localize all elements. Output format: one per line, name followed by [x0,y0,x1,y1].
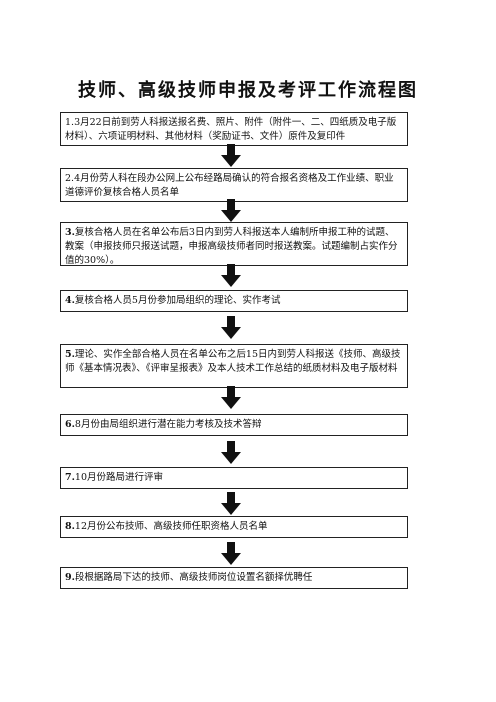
down-arrow-icon [221,316,241,340]
flow-step-2: 2.4月份劳人科在段办公网上公布经路局确认的符合报名资格及工作业绩、职业道德评价… [60,168,408,202]
flow-step-6: 6.8月份由局组织进行潜在能力考核及技术答辩 [60,414,408,436]
step-number: 7. [65,472,75,483]
step-text: 8月份由局组织进行潜在能力考核及技术答辩 [74,419,262,430]
down-arrow-icon [221,492,241,516]
flow-step-8: 8.12月份公布技师、高级技师任职资格人员名单 [60,516,408,538]
step-number: 6. [65,419,75,430]
flow-step-4: 4.复核合格人员5月份参加局组织的理论、实作考试 [60,290,408,312]
step-number: 9. [65,572,75,583]
flow-step-1: 1.3月22日前到劳人科报送报名费、照片、附件（附件一、二、四纸质及电子版材料）… [60,112,408,146]
step-text: 4月份劳人科在段办公网上公布经路局确认的符合报名资格及工作业绩、职业道德评价复核… [65,173,394,198]
down-arrow-icon [221,441,241,465]
step-number: 1. [65,117,75,128]
step-number: 2. [65,173,75,184]
step-text: 3月22日前到劳人科报送报名费、照片、附件（附件一、二、四纸质及电子版材料）、六… [65,117,397,142]
step-text: 理论、实作全部合格人员在名单公布之后15日内到劳人科报送《技师、高级技师《基本情… [65,349,401,374]
down-arrow-icon [221,199,241,223]
step-number: 5. [65,349,75,360]
flow-step-5: 5.理论、实作全部合格人员在名单公布之后15日内到劳人科报送《技师、高级技师《基… [60,344,408,388]
step-number: 3. [65,227,75,238]
step-text: 段根据路局下达的技师、高级技师岗位设置名额择优聘任 [74,572,313,583]
step-number: 4. [65,295,75,306]
down-arrow-icon [221,264,241,288]
step-text: 复核合格人员5月份参加局组织的理论、实作考试 [74,295,281,306]
step-text: 复核合格人员在名单公布后3日内到劳人科报送本人编制所申报工种的试题、教案（申报技… [65,227,398,266]
page-title: 技师、高级技师申报及考评工作流程图 [78,80,418,101]
flow-step-7: 7.10月份路局进行评审 [60,467,408,489]
step-text: 12月份公布技师、高级技师任职资格人员名单 [74,521,268,532]
flow-step-3: 3.复核合格人员在名单公布后3日内到劳人科报送本人编制所申报工种的试题、教案（申… [60,222,408,266]
step-text: 10月份路局进行评审 [74,472,164,483]
down-arrow-icon [221,144,241,168]
down-arrow-icon [221,542,241,566]
down-arrow-icon [221,386,241,410]
flow-step-9: 9.段根据路局下达的技师、高级技师岗位设置名额择优聘任 [60,567,408,589]
step-number: 8. [65,521,75,532]
